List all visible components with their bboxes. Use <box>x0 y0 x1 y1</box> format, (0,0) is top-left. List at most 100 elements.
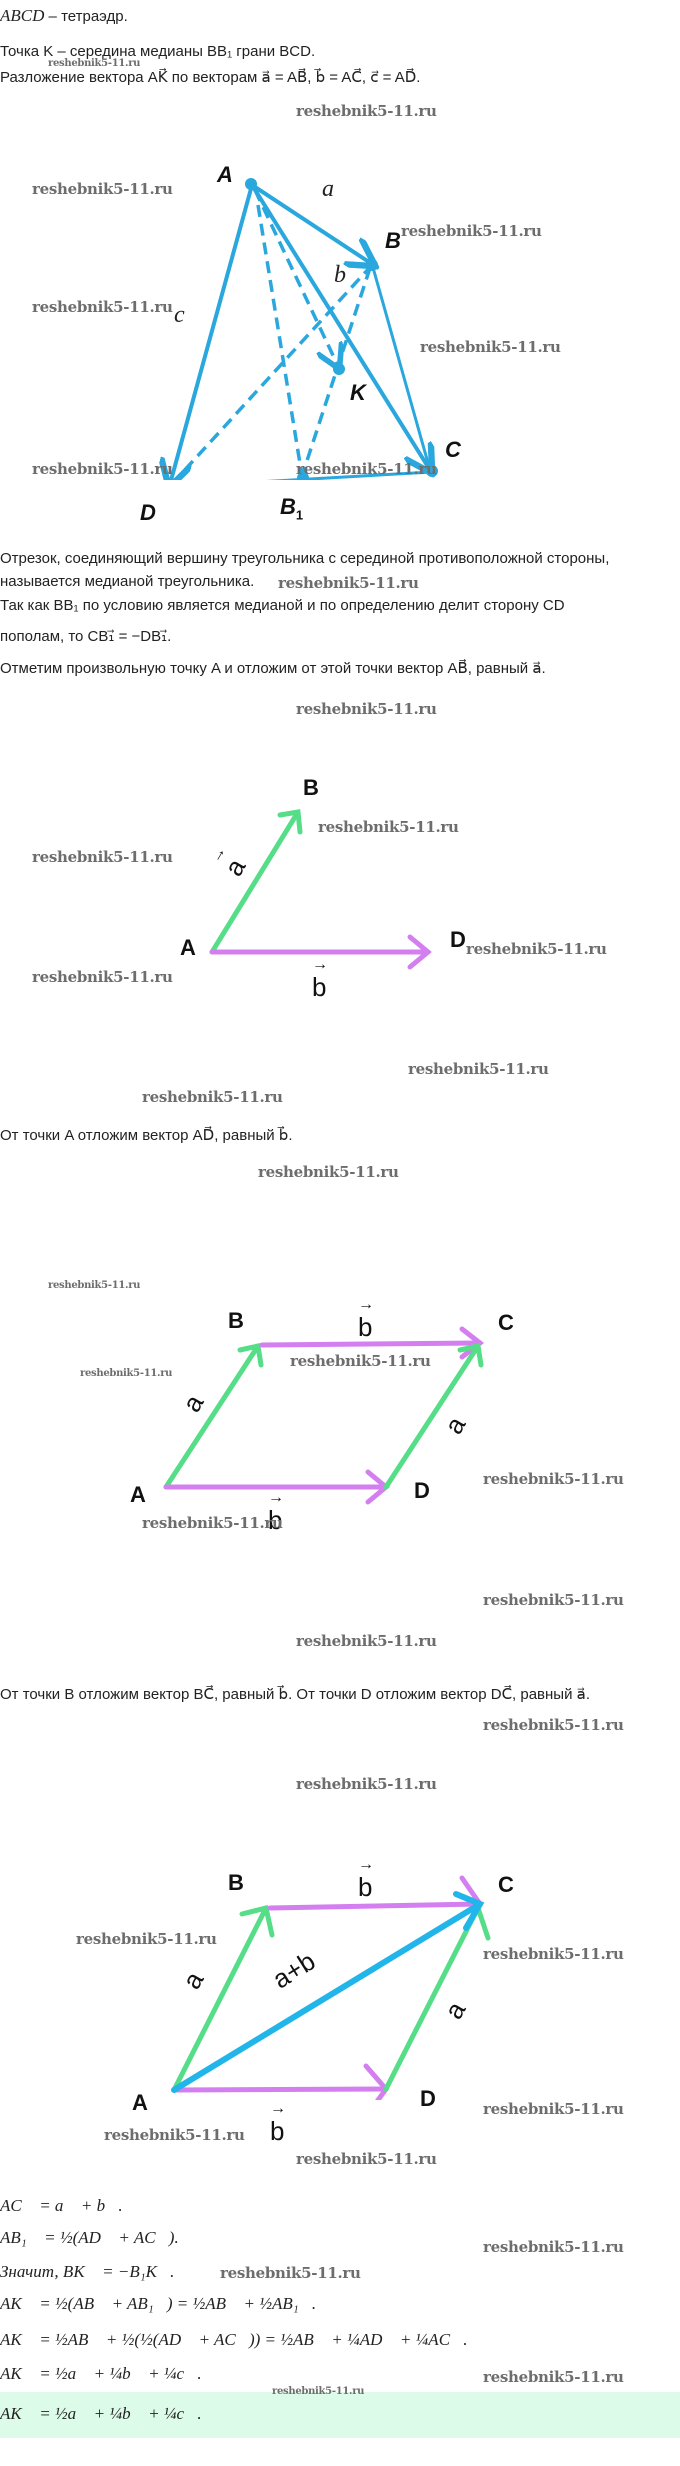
watermark: reshebnik5-11.ru <box>483 1470 624 1488</box>
vector-b-label: b⃗ <box>334 262 365 288</box>
vector-b-label-bottom: →b <box>270 2100 286 2147</box>
formula-line: AK⃗ = ½AB⃗ + ½(½(AD⃗ + AC⃗)) = ½AB⃗ + ¼A… <box>0 2330 468 2349</box>
formula-line: AC⃗ = a⃗ + b⃗. <box>0 2196 123 2215</box>
watermark: reshebnik5-11.ru <box>408 1060 549 1078</box>
parallelogram-figure <box>163 1326 485 1505</box>
step-3-text: От точки B отложим вектор BC⃗, равный b⃗… <box>0 1686 590 1703</box>
vector-ab-figure <box>209 809 432 970</box>
watermark: reshebnik5-11.ru <box>296 1775 437 1793</box>
watermark: reshebnik5-11.ru <box>401 222 542 240</box>
watermark: reshebnik5-11.ru <box>80 1368 173 1379</box>
label-b1-subscript: 1 <box>295 507 304 523</box>
watermark: reshebnik5-11.ru <box>272 2386 365 2397</box>
label-b: B <box>228 1870 244 1895</box>
edge-ac <box>250 183 430 470</box>
watermark: reshebnik5-11.ru <box>142 1088 283 1106</box>
watermark: reshebnik5-11.ru <box>420 338 561 356</box>
dashed-bb1 <box>300 267 372 477</box>
watermark: reshebnik5-11.ru <box>483 2368 624 2386</box>
watermark: reshebnik5-11.ru <box>466 940 607 958</box>
vector-b-text: b <box>312 972 327 1002</box>
vector-b-label: →b <box>312 956 328 1003</box>
dashed-ab1 <box>256 204 304 477</box>
watermark: reshebnik5-11.ru <box>278 574 419 592</box>
vector-arrow-icon: → <box>312 956 328 973</box>
dashed-db <box>173 263 374 480</box>
vector-arrow-icon: → <box>270 2100 286 2117</box>
watermark: reshebnik5-11.ru <box>296 460 437 478</box>
step-2-text: От точки A отложим вектор AD⃗, равный b⃗… <box>0 1127 293 1144</box>
vector-b-label-top: →b <box>358 1296 374 1343</box>
point-c <box>426 465 438 477</box>
vector-ab <box>209 809 301 955</box>
vector-bc <box>267 1901 483 1911</box>
vector-dc <box>383 1343 481 1490</box>
tetrahedron-name: ABCD <box>0 6 45 25</box>
vector-ab <box>163 1343 261 1490</box>
formula-line: AB₁⃗ = ½(AD⃗ + AC⃗). <box>0 2228 179 2247</box>
vector-ad <box>171 2086 389 2093</box>
watermark: reshebnik5-11.ru <box>32 968 173 986</box>
watermark: reshebnik5-11.ru <box>258 1163 399 1181</box>
vector-b-text: b <box>268 1505 283 1535</box>
dashed-ak <box>253 189 338 366</box>
label-d: D <box>420 2086 436 2111</box>
label-c: C <box>498 1872 514 1897</box>
vector-bc <box>259 1340 483 1348</box>
vector-arrow-icon: → <box>268 1489 284 1506</box>
label-d: D <box>414 1478 430 1503</box>
vector-b-text: b <box>358 1312 373 1342</box>
arrowhead-ad <box>407 934 432 970</box>
watermark: reshebnik5-11.ru <box>32 180 173 198</box>
explanation-line: называется медианой треугольника. <box>0 573 255 590</box>
arrowhead-ab <box>277 809 303 835</box>
vector-b-text: b <box>270 2116 285 2146</box>
watermark: reshebnik5-11.ru <box>220 2264 361 2282</box>
watermark: reshebnik5-11.ru <box>296 2150 437 2168</box>
arrowhead-ab <box>237 1342 264 1368</box>
edge-bc <box>370 263 432 471</box>
watermark: reshebnik5-11.ru <box>48 1280 141 1291</box>
point-b1 <box>297 472 309 480</box>
watermark: reshebnik5-11.ru <box>104 2126 245 2144</box>
label-d: D <box>140 500 156 525</box>
vector-sum-figure <box>171 1875 491 2100</box>
watermark: reshebnik5-11.ru <box>483 1716 624 1734</box>
watermark: reshebnik5-11.ru <box>32 298 173 316</box>
answer-formula: AK⃗ = ½a⃗ + ¼b⃗ + ¼c⃗. <box>0 2404 202 2423</box>
intro-line-1: ABCD – тетраэдр. <box>0 6 128 27</box>
point-a <box>245 178 257 190</box>
label-b: B <box>228 1308 244 1333</box>
label-a: A <box>132 2090 148 2115</box>
vector-arrow-icon: → <box>358 1856 374 1873</box>
vector-b-text: b <box>358 1872 373 1902</box>
watermark: reshebnik5-11.ru <box>290 1352 431 1370</box>
vector-arrow-icon: → <box>358 1296 374 1313</box>
intro-line-3: Разложение вектора AK⃗ по векторам a⃗ = … <box>0 69 421 86</box>
watermark: reshebnik5-11.ru <box>142 1514 283 1532</box>
watermark: reshebnik5-11.ru <box>76 1930 217 1948</box>
watermark: reshebnik5-11.ru <box>32 460 173 478</box>
label-b: B <box>303 775 319 800</box>
vector-b-label-top: →b <box>358 1856 374 1903</box>
arrowhead-ad <box>363 2063 390 2100</box>
vector-a-label: a⃗ <box>322 176 353 202</box>
watermark: reshebnik5-11.ru <box>318 818 459 836</box>
formula-line: AK⃗ = ½(AB⃗ + AB₁⃗) = ½AB⃗ + ½AB₁⃗. <box>0 2294 317 2313</box>
watermark: reshebnik5-11.ru <box>483 2100 624 2118</box>
watermark: reshebnik5-11.ru <box>296 700 437 718</box>
edge-ab <box>250 183 372 264</box>
vector-ab <box>171 1905 269 2093</box>
label-c: C <box>498 1310 514 1335</box>
watermark: reshebnik5-11.ru <box>483 1945 624 1963</box>
edge-ad <box>170 184 254 480</box>
vector-dc <box>383 1905 481 2092</box>
vector-c-label: c⃗ <box>174 302 204 328</box>
arrowhead-dc <box>457 1342 484 1368</box>
label-b: B <box>385 228 401 253</box>
arrowhead-ac <box>453 1891 485 1931</box>
label-a: A <box>217 162 233 187</box>
watermark: reshebnik5-11.ru <box>48 58 141 69</box>
intro-line-2: Точка K – середина медианы BB₁ грани BCD… <box>0 43 316 60</box>
